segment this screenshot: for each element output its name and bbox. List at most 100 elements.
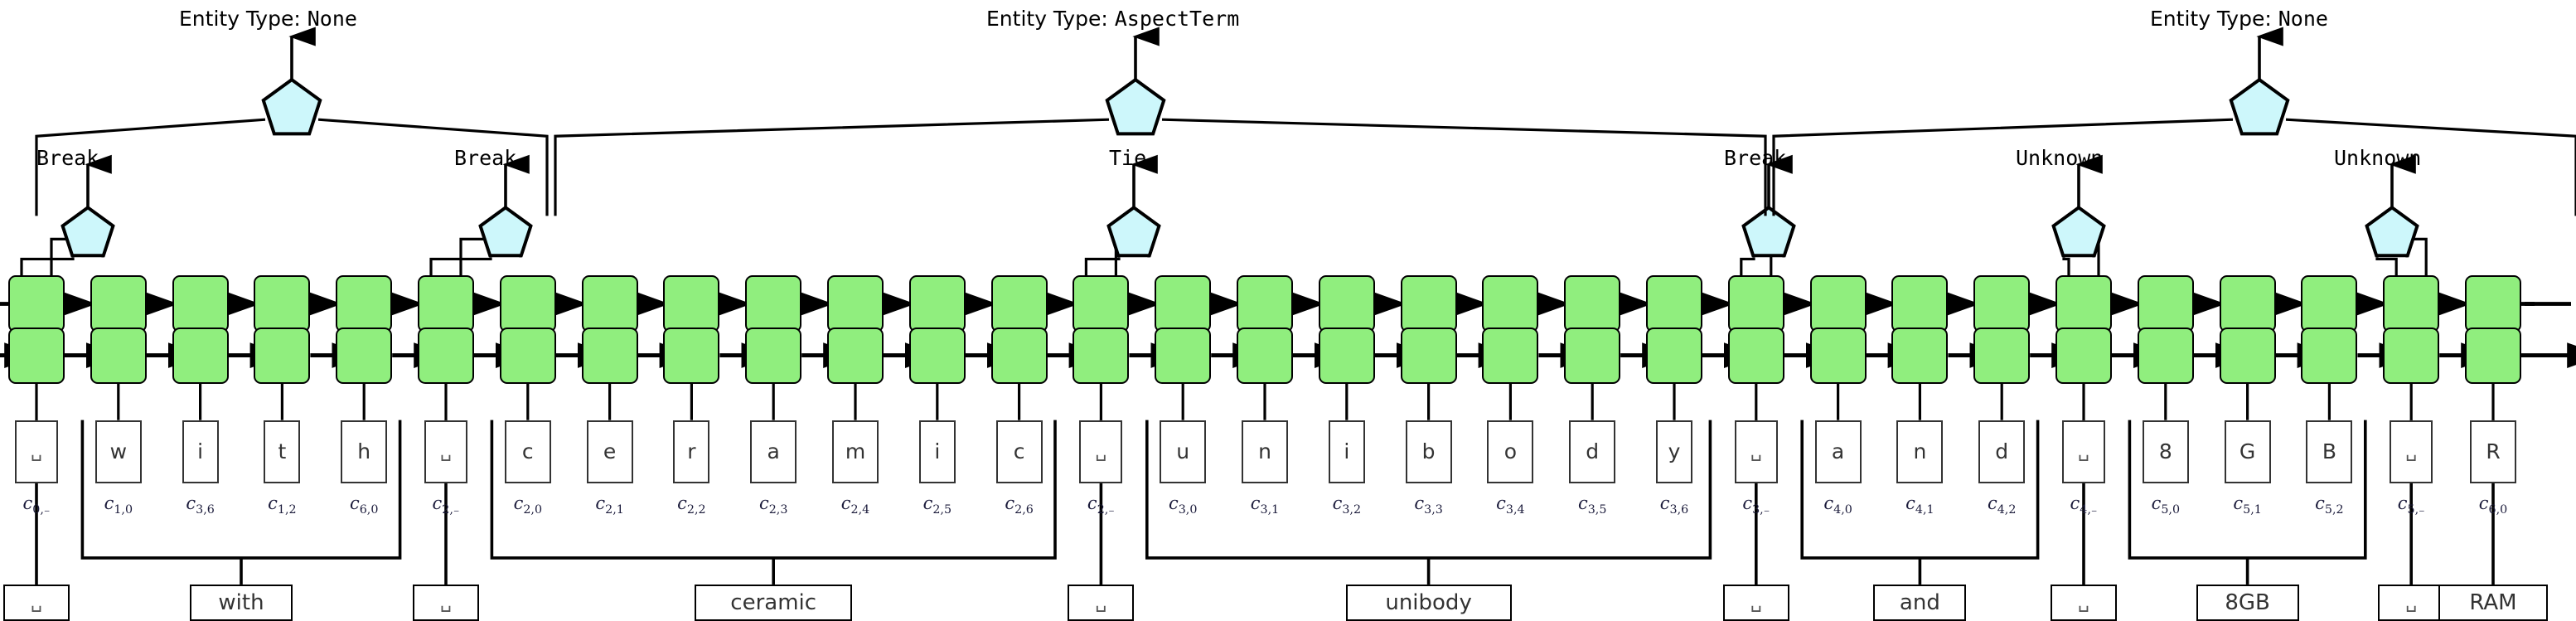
char-box: B [2306,420,2353,483]
char-index-label: c3,0 [1168,492,1198,517]
char-box-space: ␣ [2062,420,2105,483]
char-index-label: c2,2 [677,492,706,517]
backward-lstm-cell [2383,275,2440,332]
forward-lstm-cell [827,327,884,384]
char-index-label: c3,5 [1577,492,1607,517]
char-index-label: c3,2 [1332,492,1362,517]
char-index-label: c2,0 [513,492,543,517]
forward-lstm-cell [1073,327,1130,384]
char-index-label: c3,6 [186,492,215,517]
forward-lstm-cell [2055,327,2112,384]
char-index-label: c2,₋ [1087,492,1115,517]
backward-lstm-cell [1073,275,1130,332]
forward-lstm-cell [1400,327,1457,384]
char-index-label: c2,₋ [432,492,460,517]
forward-lstm-cell [1809,327,1867,384]
forward-lstm-cell [1237,327,1293,384]
char-box-space: ␣ [424,420,467,483]
backward-lstm-cell [254,275,311,332]
char-box: i [918,420,956,483]
forward-lstm-cell [1891,327,1949,384]
forward-lstm-cell [254,327,311,384]
char-box: d [1569,420,1616,483]
backward-lstm-cell [1646,275,1702,332]
forward-lstm-cell [990,327,1048,384]
segmentation-decision-label: Unknown [2334,146,2422,171]
backward-lstm-cell [1564,275,1621,332]
segmentation-decision-label: Break [454,146,517,171]
char-index-label: c3,₋ [1742,492,1770,517]
char-box: a [1814,420,1862,483]
forward-lstm-cell [172,327,229,384]
char-box: a [750,420,797,483]
char-index-label: c5,0 [2151,492,2181,517]
backward-lstm-cell [1400,275,1457,332]
char-index-label: c1,2 [268,492,297,517]
entity-type-label: Entity Type: None [2150,7,2328,31]
forward-lstm-cell [1482,327,1539,384]
char-index-label: c3,6 [1659,492,1689,517]
backward-lstm-cell [172,275,229,332]
forward-lstm-cell [2301,327,2358,384]
char-box-space: ␣ [1734,420,1778,483]
char-box: R [2470,420,2516,483]
segmentation-decision-label: Break [36,146,99,171]
word-box: and [1873,584,1967,621]
entity-type-value: None [307,7,357,31]
char-box-space: ␣ [1079,420,1123,483]
char-box-space: ␣ [15,420,58,483]
char-box: i [182,420,219,483]
backward-lstm-cell [827,275,884,332]
word-box: RAM [2438,584,2548,621]
char-box: n [1896,420,1944,483]
entity-type-value: AspectTerm [1114,7,1240,31]
char-index-label: c3,3 [1414,492,1443,517]
forward-lstm-cell [663,327,720,384]
backward-lstm-cell [1973,275,2031,332]
char-index-label: c4,1 [1905,492,1934,517]
backward-lstm-cell [1809,275,1867,332]
forward-lstm-cell [418,327,474,384]
char-index-label: c3,4 [1496,492,1525,517]
backward-lstm-cell [418,275,474,332]
backward-lstm-cell [1318,275,1375,332]
forward-lstm-cell [2137,327,2194,384]
word-box: unibody [1345,584,1512,621]
char-box: i [1328,420,1365,483]
forward-lstm-cell [2383,327,2440,384]
backward-lstm-cell [663,275,720,332]
char-index-label: c4,₋ [2070,492,2098,517]
word-box-space: ␣ [413,584,479,621]
char-index-label: c2,3 [758,492,788,517]
backward-lstm-cell [2055,275,2112,332]
char-box: r [673,420,710,483]
char-box: e [586,420,633,483]
forward-lstm-cell [499,327,556,384]
char-box-space: ␣ [2390,420,2433,483]
backward-lstm-cell [2301,275,2358,332]
char-index-label: c5,₋ [2397,492,2425,517]
forward-lstm-cell [8,327,65,384]
char-box: u [1160,420,1207,483]
char-index-label: c2,4 [840,492,870,517]
backward-lstm-cell [745,275,802,332]
char-index-label: c4,2 [1987,492,2017,517]
segmentation-decision-label: Unknown [2016,146,2104,171]
char-index-label: c6,0 [349,492,379,517]
entity-type-prefix: Entity Type: [986,7,1115,31]
char-index-label: c5,1 [2233,492,2262,517]
backward-lstm-cell [336,275,393,332]
char-box: b [1405,420,1452,483]
segmentation-decision-label: Break [1724,146,1787,171]
backward-lstm-cell [2137,275,2194,332]
entity-type-label: Entity Type: AspectTerm [986,7,1239,31]
backward-lstm-cell [1891,275,1949,332]
backward-lstm-cell [8,275,65,332]
char-box: h [341,420,388,483]
backward-lstm-cell [581,275,638,332]
char-index-label: c5,2 [2315,492,2344,517]
segmentation-decision-label: Tie [1109,146,1147,171]
forward-lstm-cell [1727,327,1784,384]
backward-lstm-cell [908,275,966,332]
